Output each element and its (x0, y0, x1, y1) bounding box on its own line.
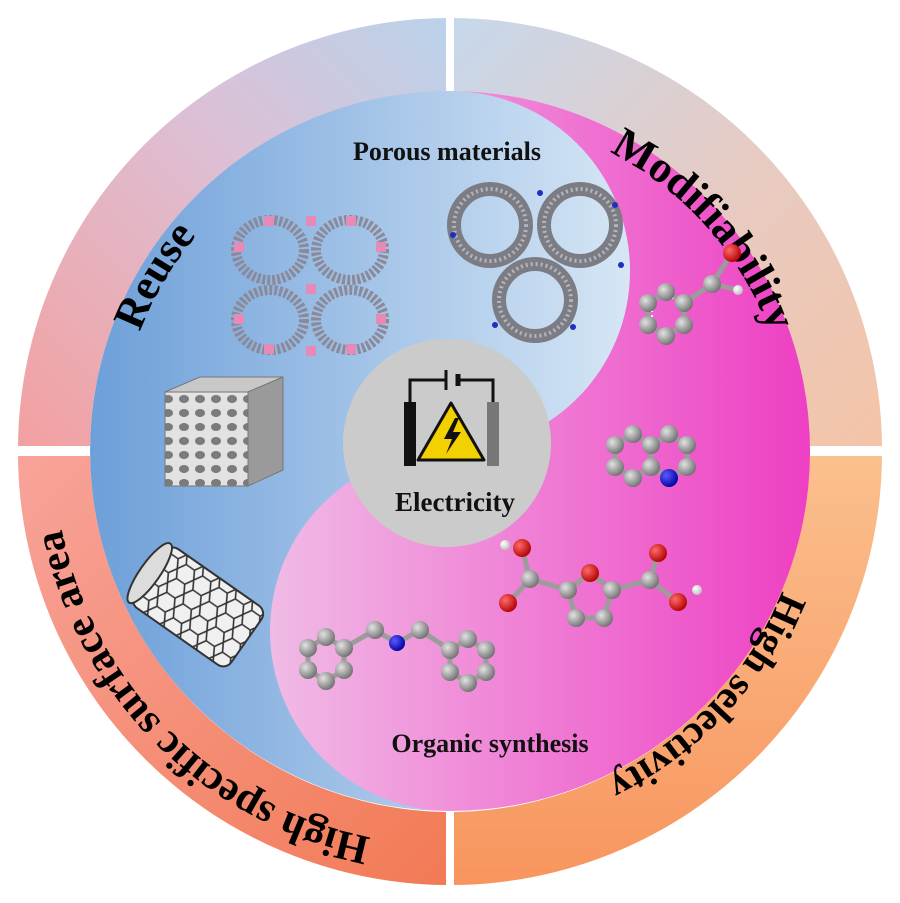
title-porous-materials: Porous materials (353, 137, 541, 166)
outer-ring (18, 18, 882, 885)
segment-reuse (18, 18, 446, 446)
cof-framework-icon (447, 182, 624, 343)
title-organic-synthesis: Organic synthesis (391, 729, 588, 758)
porous-cube-icon (164, 376, 284, 487)
high-voltage-warning-icon (416, 401, 486, 462)
electrolysis-cell-icon (404, 370, 499, 466)
label-electricity: Electricity (395, 487, 515, 517)
electricity-center: Electricity (343, 339, 551, 547)
mof-framework-icon (231, 215, 389, 356)
dibenzylamine-molecule-icon (299, 621, 495, 692)
carbon-nanotube-icon (126, 542, 265, 668)
segment-high-specific-surface-area (18, 456, 446, 885)
benzaldehyde-molecule-icon (639, 244, 743, 345)
furandicarboxylic-acid-molecule-icon (499, 539, 702, 627)
quinoline-molecule-icon (606, 425, 696, 487)
segment-high-selectivity (454, 456, 882, 885)
segment-modifiability (454, 18, 882, 446)
